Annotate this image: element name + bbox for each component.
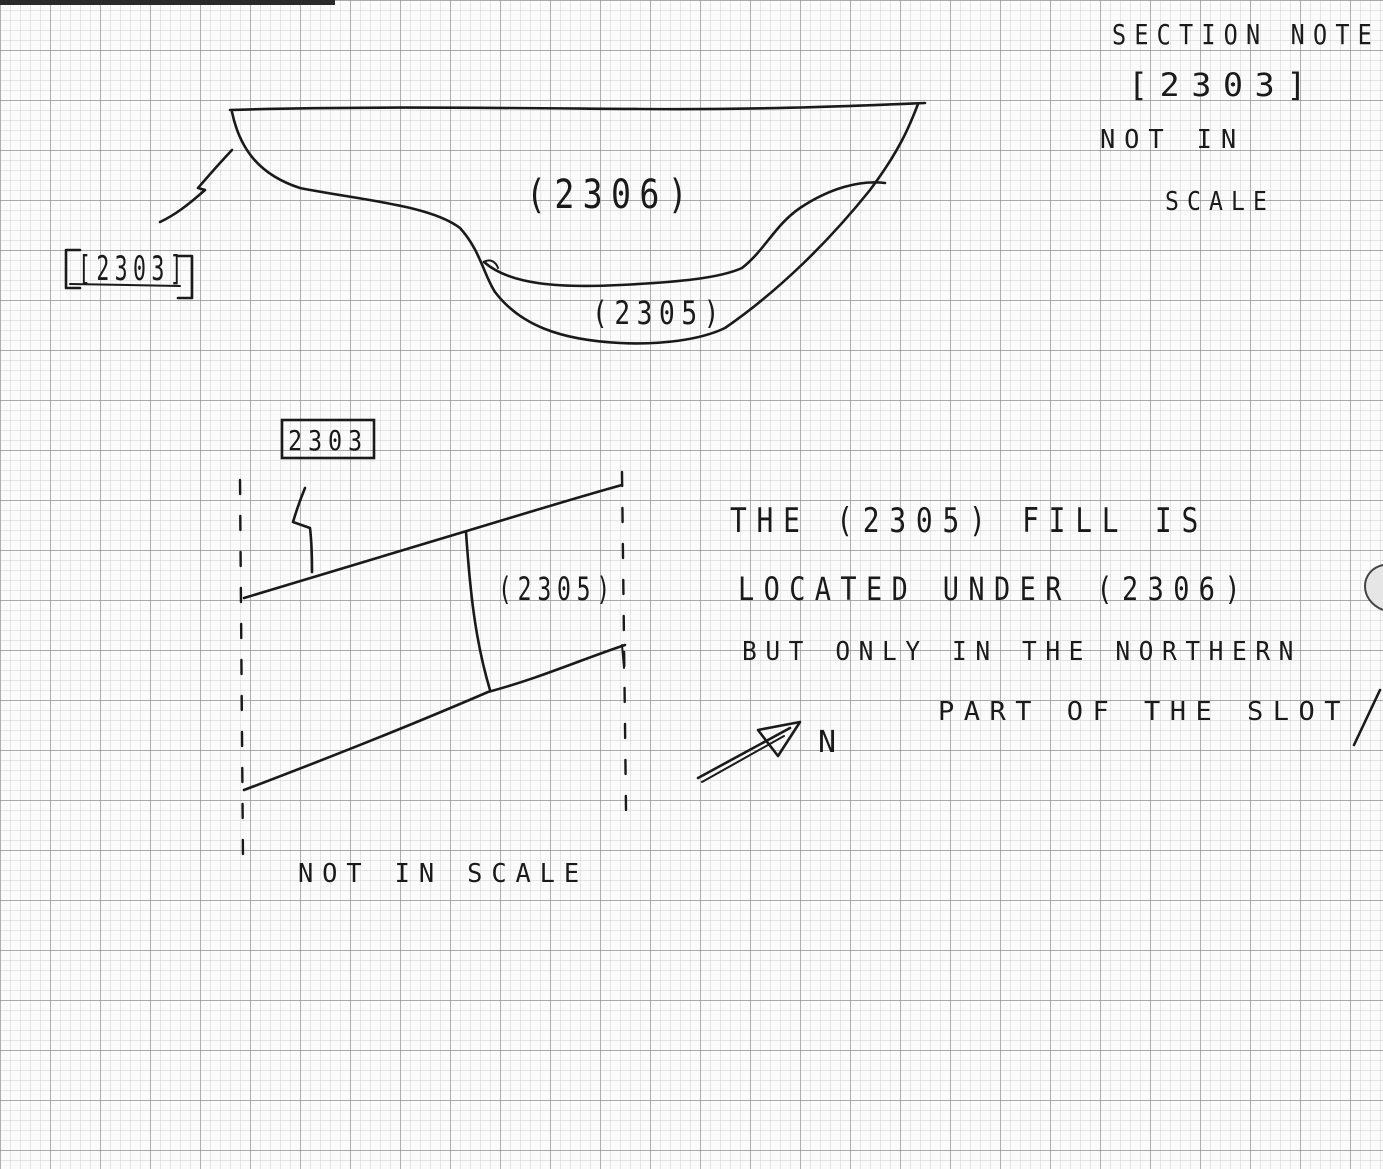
section-cut-outline <box>230 102 920 345</box>
section-note-not-in: NOT IN <box>1100 125 1245 155</box>
section-note-scale: SCALE <box>1165 187 1275 217</box>
section-upper-fill-label: (2306) <box>526 172 696 218</box>
plan-cut-label-box <box>280 418 376 460</box>
punch-hole <box>1364 564 1383 611</box>
section-lower-fill-label: (2305) <box>592 294 726 332</box>
section-cut-leader <box>158 148 234 224</box>
section-cut-label-underline <box>69 283 181 287</box>
fill-annotation: THE (2305) FILL IS LOCATED UNDER (2306) … <box>730 501 1382 747</box>
annotation-line-3: BUT ONLY IN THE NORTHERN <box>742 637 1302 667</box>
section-interface-tick <box>483 259 499 269</box>
plan-fill-division <box>464 530 492 692</box>
plan-left-dashed-edge <box>238 478 245 862</box>
annotation-end-stroke <box>1352 688 1382 747</box>
north-arrow-label: N <box>818 725 847 760</box>
annotation-line-2: LOCATED UNDER (2306) <box>738 570 1250 608</box>
section-fill-interface <box>482 181 887 288</box>
plan-drawing: 2303 (2305) NOT IN SCALE <box>238 418 628 889</box>
annotation-line-1: THE (2305) FILL IS <box>730 501 1208 541</box>
north-arrow-head-icon <box>756 720 802 758</box>
plan-right-tick <box>621 644 625 669</box>
plan-slot-lower-edge <box>242 643 627 792</box>
plan-cut-leader <box>291 486 314 574</box>
paper-edge-band <box>0 0 335 5</box>
section-note-cut: [2303] <box>1128 66 1318 104</box>
section-cut-label: [2303] <box>78 249 188 289</box>
north-arrow: N <box>696 720 847 783</box>
plan-scale-note: NOT IN SCALE <box>298 859 588 889</box>
plan-cut-label: 2303 <box>288 424 368 457</box>
section-note-title: SECTION NOTE <box>1112 18 1380 51</box>
section-cut-label-bracket <box>64 248 194 300</box>
north-arrow-shaft <box>696 726 792 780</box>
north-arrow-shaft-double <box>701 735 785 783</box>
section-drawing: [2303] (2306) (2305) <box>64 101 927 345</box>
section-note: SECTION NOTE [2303] NOT IN SCALE <box>1100 18 1380 217</box>
plan-fill-label: (2305) <box>498 570 616 608</box>
annotation-line-4: PART OF THE SLOT <box>938 697 1350 727</box>
section-surface-line <box>228 101 927 112</box>
